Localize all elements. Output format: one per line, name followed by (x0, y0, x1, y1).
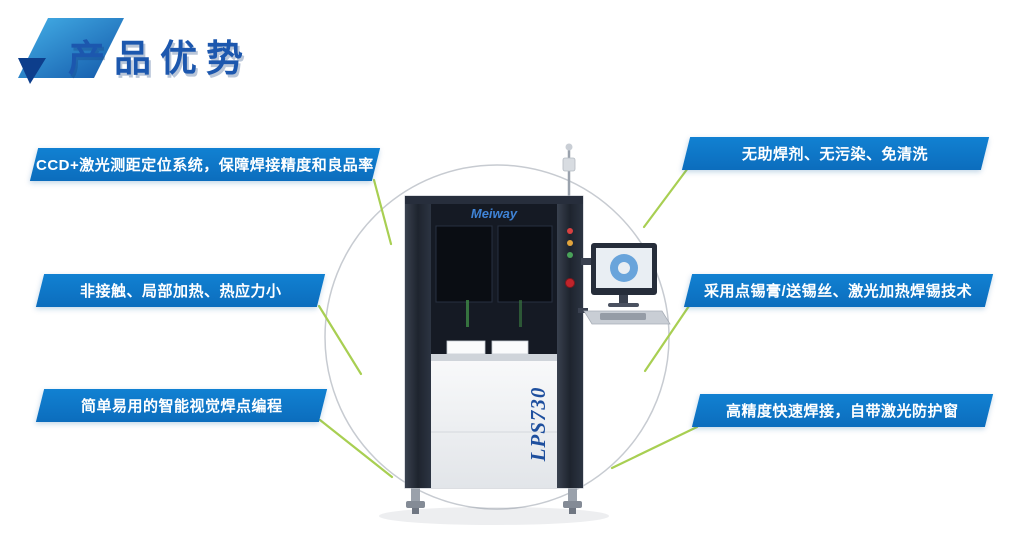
connector-line-left-3 (318, 418, 394, 479)
feature-banner-left-3-label: 简单易用的智能视觉焊点编程 (80, 398, 283, 415)
connector-line-right-3 (610, 425, 699, 470)
keyboard-tray (578, 308, 671, 325)
machine-brand-label: Meiway (471, 206, 518, 221)
feature-banner-right-2: 采用点锡膏/送锡丝、激光加热焊锡技术 (683, 274, 994, 307)
feature-banner-left-1: CCD+激光测距定位系统，保障焊接精度和良品率 (29, 148, 381, 181)
feature-banner-right-1: 无助焊剂、无污染、免清洗 (681, 137, 990, 170)
feature-banner-right-3: 高精度快速焊接，自带激光防护窗 (691, 394, 994, 427)
monitor-icon (581, 243, 657, 307)
left-pillar (405, 196, 431, 488)
page-title: 产品优势 (68, 38, 252, 79)
machine-illustration: Meiway LPS730 (379, 143, 671, 525)
machine-feet (406, 487, 582, 514)
right-pillar (557, 196, 583, 488)
antenna-icon (562, 143, 576, 202)
connector-line-right-1 (642, 166, 690, 229)
feature-banner-left-3: 简单易用的智能视觉焊点编程 (35, 389, 328, 422)
machine-shadow (379, 507, 609, 525)
connector-lines (317, 166, 699, 479)
feature-banner-left-1-label: CCD+激光测距定位系统，保障焊接精度和良品率 (36, 157, 374, 174)
connector-line-left-2 (317, 304, 363, 376)
feature-banner-right-3-label: 高精度快速焊接，自带激光防护窗 (726, 403, 959, 420)
machine-model-label: LPS730 (526, 387, 550, 463)
feature-banner-right-1-label: 无助焊剂、无污染、免清洗 (742, 146, 929, 163)
feature-banner-left-2-label: 非接触、局部加热、热应力小 (79, 283, 282, 300)
connector-line-left-1 (372, 178, 393, 246)
brand-flag-icon (18, 18, 124, 84)
feature-banner-left-2: 非接触、局部加热、热应力小 (35, 274, 326, 307)
header: 产品优势 (12, 10, 342, 94)
control-buttons (565, 228, 575, 288)
feature-banner-right-2-label: 采用点锡膏/送锡丝、激光加热焊锡技术 (704, 283, 973, 300)
connector-line-right-2 (643, 304, 691, 373)
